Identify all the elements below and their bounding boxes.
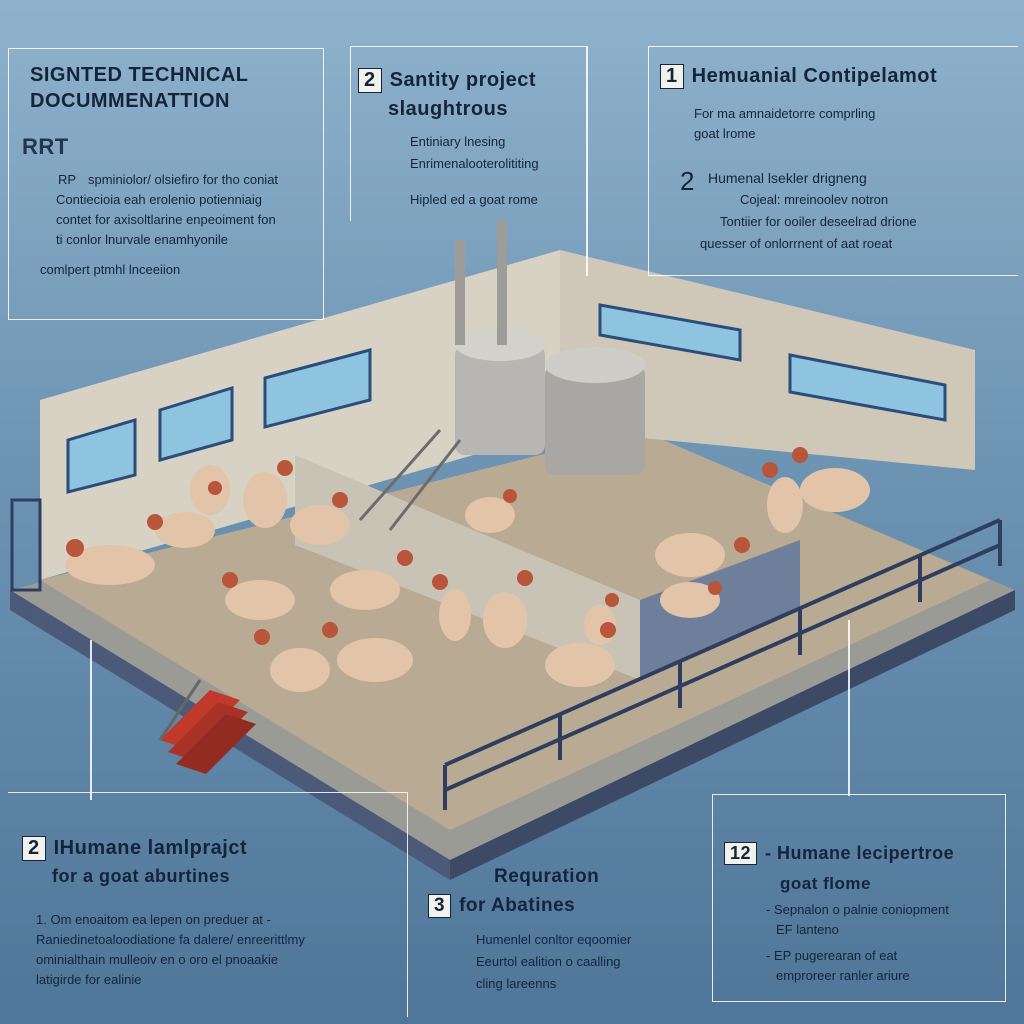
panel-bottom-right-number: 12 [724, 842, 758, 865]
panel-top-left-item1-line1: spminiolor/ olsiefiro for tho coniat [88, 172, 279, 187]
panel-top-left-title-line1: SIGNTED TECHNICAL [30, 64, 249, 86]
panel-top-right-line1: For ma amnaidetorre comprling [694, 106, 876, 121]
platform-front-right [450, 590, 1015, 880]
panel-top-center-title-line2: slaughtrous [388, 98, 508, 120]
leader-line-2 [848, 620, 850, 796]
panel-top-center-item2: Enrimenalooterolititing [410, 156, 539, 171]
panel-top-left-subtitle: RRT [22, 134, 69, 159]
panel-top-center-title-line1: 2 Santity project [358, 68, 536, 93]
panel-bottom-left-line3: ominialthain mulleoiv en o oro el pnoaak… [36, 952, 279, 967]
panel-bottom-right-title: 12 - Humane lecipertroe [724, 842, 954, 865]
panel-top-right-number: 1 [660, 64, 684, 89]
panel-top-right-item3: quesser of onlorrnent of aat roeat [700, 236, 893, 251]
center-stairs [358, 429, 462, 531]
panel-bottom-right-item3: - EP pugerearan of eat [766, 948, 898, 963]
panel-bottom-left [8, 792, 408, 1017]
right-windows [598, 303, 947, 422]
leader-line-1 [90, 640, 92, 800]
right-partition [640, 540, 800, 680]
panel-top-left-item1-prefix: RP [58, 172, 77, 187]
panel-bottom-right-item4: emproreer ranler ariure [776, 968, 910, 983]
left-fence [10, 498, 42, 592]
panel-bottom-center-number: 3 [428, 894, 452, 918]
panel-top-right-line2: goat lrome [694, 126, 756, 141]
entry-stairs [158, 679, 256, 774]
left-windows [66, 348, 372, 494]
goat-herd [65, 447, 870, 692]
panel-bottom-right-subtitle: goat flome [780, 874, 871, 893]
panel-bottom-center-item3: cling lareenns [476, 976, 557, 991]
panel-bottom-center-subtitle-text: for Abatines [459, 895, 576, 916]
panel-bottom-left-title-line1: 2 IHumane lamlprajct [22, 836, 247, 861]
processing-tanks [455, 220, 645, 475]
panel-bottom-center-title: Requration [494, 866, 600, 887]
panel-top-right-title: 1 Hemuanial Contipelamot [660, 64, 937, 89]
panel-bottom-center-item1: Humenlel conltor eqoomier [476, 932, 632, 947]
panel-top-center-title-text: Santity project [389, 69, 537, 91]
panel-top-right-number2: 2 [680, 166, 695, 196]
panel-top-right-item1: Cojeal: mreinoolev notron [740, 192, 889, 207]
panel-top-center-item1: Entiniary lnesing [410, 134, 506, 149]
panel-top-left-item2: comlpert ptmhl lnceeiion [40, 262, 181, 277]
panel-top-right [648, 46, 1018, 276]
panel-top-left [8, 48, 324, 320]
panel-bottom-left-title-line2: for a goat aburtines [52, 866, 231, 886]
panel-bottom-right-item2: EF lanteno [776, 922, 839, 937]
panel-top-right-subtitle: Humenal lsekler drigneng [708, 170, 867, 186]
right-railing [443, 518, 1002, 810]
panel-bottom-left-line4: latigirde for ealinie [36, 972, 142, 987]
panel-top-left-item1-line2: Contiecioia eah erolenio potienniaig [56, 192, 262, 207]
panel-top-center-item3: Hipled ed a goat rome [410, 192, 538, 207]
panel-bottom-left-line1: 1. Om enoaitom ea lepen on preduer at - [36, 912, 271, 927]
panel-bottom-center-item2: Eeurtol ealition o caalling [476, 954, 621, 969]
panel-top-left-item1-line3: contet for axisoltlarine enpeoiment fon [56, 212, 276, 227]
panel-bottom-left-title-text: IHumane lamlprajct [53, 837, 248, 859]
panel-top-left-title-line2: DOCUMMENATTION [30, 90, 230, 112]
panel-top-center-number: 2 [358, 68, 382, 93]
partition-wall [295, 455, 640, 680]
right-back-wall [560, 250, 975, 470]
panel-bottom-right-item1: - Sepnalon o palnie coniopment [766, 902, 949, 917]
panel-bottom-left-number: 2 [22, 836, 46, 861]
panel-bottom-right-title-text: - Humane lecipertroe [765, 843, 955, 863]
panel-bottom-center-subtitle: 3 for Abatines [428, 894, 575, 918]
panel-top-center [350, 46, 586, 221]
leader-line-3 [586, 46, 588, 276]
panel-top-right-item2: Tontiier for ooiler deseelrad drione [720, 214, 917, 229]
panel-bottom-left-line2: Raniedinetoaloodiatione fa dalere/ enree… [36, 932, 305, 947]
panel-top-left-item1-line4: ti conlor lnurvale enamhyonile [56, 232, 228, 247]
panel-top-right-title-text: Hemuanial Contipelamot [691, 65, 938, 87]
panel-bottom-right [712, 794, 1006, 1002]
